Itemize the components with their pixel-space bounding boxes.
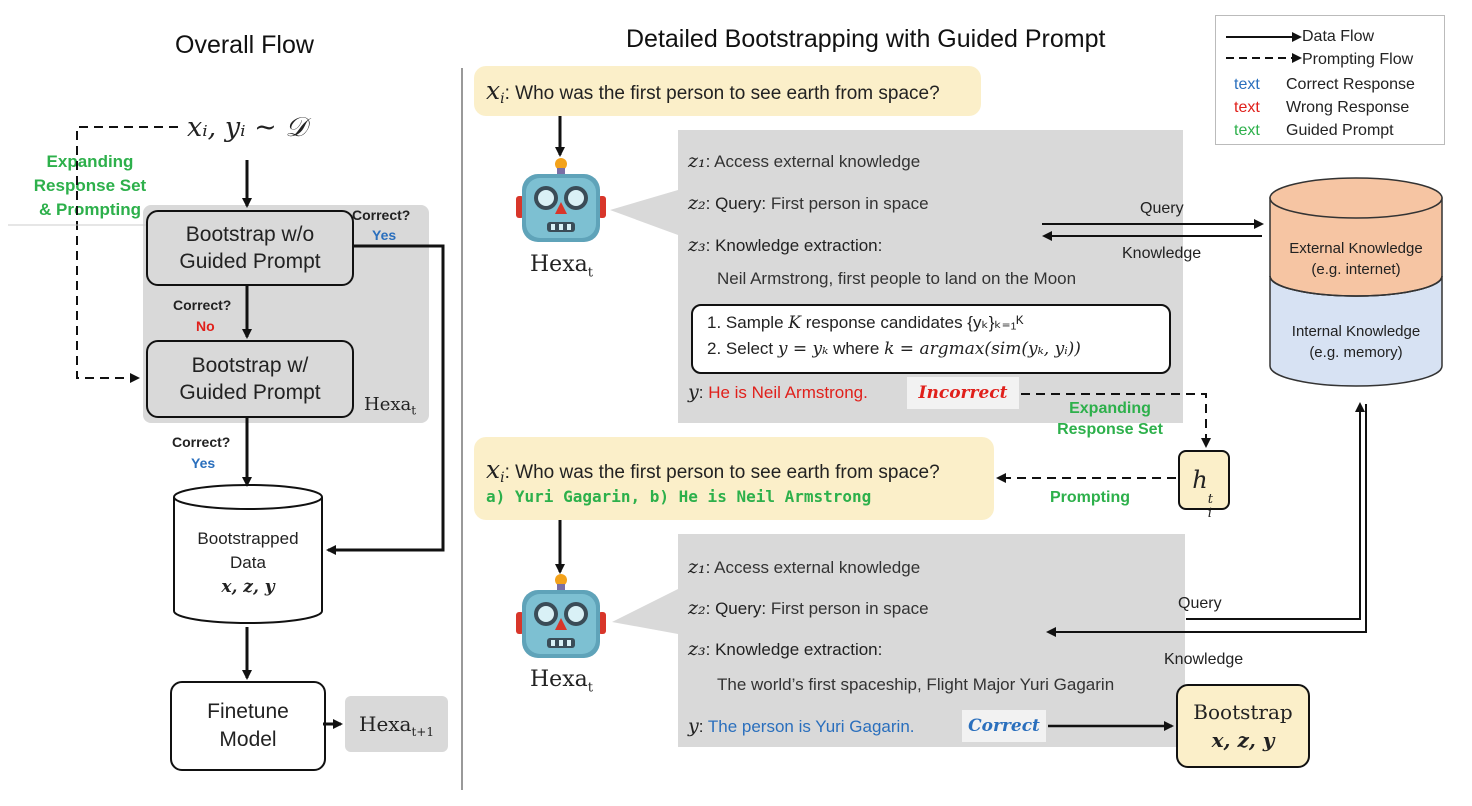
bootstrap-result-box: Bootstrap x, z, y [1176, 684, 1310, 768]
question-box-1: xi: Who was the first person to see eart… [474, 66, 981, 116]
correct-chip: Correct [962, 710, 1046, 742]
internal-knowledge-label: Internal Knowledge (e.g. memory) [1291, 323, 1421, 361]
robot-icon-2 [516, 574, 606, 658]
detail-flow-arrows [555, 116, 1367, 731]
legend-correct: Correct Response [1286, 76, 1415, 93]
no-label: No [196, 318, 215, 334]
query-label-1: Query [1140, 200, 1184, 217]
question-box-2: xi: Who was the first person to see eart… [474, 437, 994, 520]
bootstrap-without-guided-prompt-box: Bootstrap w/o Guided Prompt [146, 210, 354, 286]
bootstrapped-data-label: Bootstrapped Data x, z, y [197, 529, 299, 597]
knowledge-label-2: Knowledge [1164, 651, 1244, 668]
guided-options: a) Yuri Gagarin, b) He is Neil Armstrong [486, 487, 872, 506]
correct-question-3: Correct? [172, 434, 231, 450]
correct-question-1: Correct? [352, 207, 411, 223]
query-label-2: Query [1178, 595, 1222, 612]
z3-row-2: z₃: Knowledge extraction: [688, 638, 883, 660]
knowledge-label-1: Knowledge [1122, 245, 1202, 262]
knowledge-database-cylinder [1269, 177, 1443, 387]
incorrect-chip: Incorrect [907, 377, 1019, 409]
bootstrapped-data-cylinder [173, 484, 323, 624]
finetune-model-box: Finetune Model [170, 681, 326, 771]
overall-flow-title: Overall Flow [175, 31, 314, 59]
z1-row-2: z₁: Access external knowledge [688, 556, 921, 578]
legend-wrong: Wrong Response [1286, 99, 1410, 116]
legend-text-red: text [1234, 99, 1260, 116]
y-row-1: y: He is Neil Armstrong. [688, 381, 868, 403]
detailed-title: Detailed Bootstrapping with Guided Promp… [626, 25, 1106, 53]
external-knowledge-label: External Knowledge (e.g. internet) [1289, 240, 1423, 278]
step-1: 1. Sample K response candidates {yₖ}ₖ₌₁ᴷ [707, 313, 1024, 333]
knowledge-text-2: The world’s first spaceship, Flight Majo… [717, 675, 1115, 694]
z1-row-1: z₁: Access external knowledge [688, 150, 921, 172]
reasoning-bubble-2 [612, 534, 1185, 747]
bootstrap-with-guided-prompt-box: Bootstrap w/ Guided Prompt [146, 340, 354, 418]
question-text-1: xi: Who was the first person to see eart… [486, 76, 940, 108]
legend-text-blue: text [1234, 76, 1260, 93]
legend-guided: Guided Prompt [1286, 122, 1394, 139]
overall-flow-arrows [8, 68, 463, 790]
z2-row-2: z₂: Query: First person in space [688, 597, 929, 619]
expanding-response-set-detail: Expanding Response Set [1057, 400, 1163, 438]
legend-arrows [1226, 32, 1302, 63]
yes-label-2: Yes [191, 455, 216, 471]
correct-question-2: Correct? [173, 297, 232, 313]
knowledge-text-1: Neil Armstrong, first people to land on … [717, 269, 1077, 288]
y-row-2: y: The person is Yuri Gagarin. [688, 715, 915, 737]
hexa-t-plus-1-box: Hexat+1 [345, 696, 448, 752]
z2-row-1: z₂: Query: First person in space [688, 192, 929, 214]
yes-label-1: Yes [372, 227, 397, 243]
expanding-response-set-label: Expanding Response Set & Prompting [33, 152, 147, 219]
question-text-2: xi: Who was the first person to see eart… [486, 455, 940, 487]
z3-row-1: z₃: Knowledge extraction: [688, 234, 883, 256]
legend: Data Flow Prompting Flow text Correct Re… [1215, 15, 1445, 145]
hexa-t-label: Hexat [364, 394, 417, 418]
legend-prompting-flow: Prompting Flow [1302, 51, 1414, 68]
robot-label-1: Hexat [530, 252, 593, 281]
step-2: 2. Select y = yₖ where k = argmax(sim(yₖ… [707, 339, 1081, 359]
legend-text-green: text [1234, 122, 1260, 139]
sampling-steps-box: 1. Sample K response candidates {yₖ}ₖ₌₁ᴷ… [691, 304, 1171, 374]
robot-icon-1 [516, 158, 606, 242]
legend-data-flow: Data Flow [1302, 28, 1375, 45]
prompting-label: Prompting [1050, 489, 1130, 506]
robot-label-2: Hexat [530, 667, 593, 696]
dataset-sample-label: xᵢ, yᵢ ~ 𝒟 [187, 112, 307, 143]
